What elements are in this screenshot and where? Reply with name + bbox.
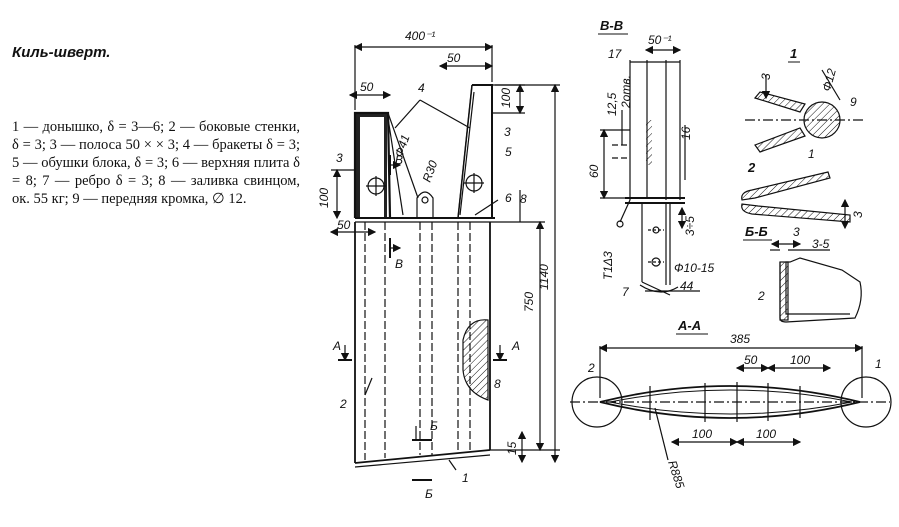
detail-2 (741, 171, 851, 230)
section-aa-callout-1: 1 (875, 357, 882, 371)
callout-8: 8 (494, 377, 501, 391)
dim-aa-r885: R885 (665, 459, 687, 491)
dim-vv-35: 3÷5 (683, 216, 697, 236)
dim-vv-60: 60 (587, 164, 601, 178)
callout-6: 6 (505, 191, 512, 205)
dim-aa-385: 385 (730, 332, 750, 346)
section-bb-dim-35: 3-5 (812, 237, 830, 251)
callout-3-right: 3 (504, 125, 511, 139)
section-bb-callout-2: 2 (757, 289, 765, 303)
dim-aa-100-top: 100 (790, 353, 810, 367)
dim-vv-50: 50⁻¹ (648, 33, 672, 47)
dim-400: 400⁻¹ (405, 29, 435, 43)
main-view-labels: 400⁻¹ 50 50 100 100 50 8 750 1140 15 Ф41… (317, 29, 551, 501)
dim-aa-100-a: 100 (692, 427, 712, 441)
dim-vv-125: 12,5 (605, 92, 619, 116)
callout-3-left: 3 (336, 151, 343, 165)
dim-aa-50: 50 (744, 353, 758, 367)
section-bb-dim-3: 3 (793, 225, 800, 239)
dim-15: 15 (505, 441, 519, 455)
section-bb-top: Б (430, 419, 438, 433)
section-bb-title: Б-Б (745, 224, 768, 239)
callout-2: 2 (339, 397, 347, 411)
section-a-left: А (332, 339, 341, 353)
detail-1-title: 1 (790, 46, 797, 61)
section-bb-labels: Б-Б 3 3-5 2 (743, 224, 830, 303)
dim-vv-phi: Ф10-15 (674, 261, 715, 275)
dim-50-low: 50 (337, 218, 351, 232)
callout-7: 7 (622, 285, 630, 299)
section-aa-title: А-А (677, 318, 701, 333)
section-aa (570, 343, 892, 461)
dim-vv-16: 16 (679, 126, 693, 140)
dim-50-right: 50 (447, 51, 461, 65)
dim-50-left: 50 (360, 80, 374, 94)
section-bb-bottom: Б (425, 487, 433, 501)
callout-5: 5 (505, 145, 512, 159)
section-bb (770, 239, 862, 323)
section-a-right: А (511, 339, 520, 353)
main-view (329, 42, 560, 481)
detail-2-title: 2 (747, 160, 756, 175)
weld-mark: Т1Δ3 (601, 251, 615, 280)
section-b-top: В (395, 153, 403, 167)
dim-vv-holes: 2отв. (619, 75, 633, 109)
detail-1-dim-3: 3 (759, 73, 773, 80)
drawing-title: Киль-шверт. (12, 44, 111, 61)
dim-vv-44: 44 (680, 279, 694, 293)
detail-2-dim-3: 3 (851, 211, 865, 218)
radius-30: R30 (420, 158, 441, 184)
detail-2-labels: 2 3 (747, 160, 865, 218)
detail-1 (745, 69, 865, 153)
detail-1-callout-9: 9 (850, 95, 857, 109)
detail-1-callout-1: 1 (808, 147, 815, 161)
dim-1140: 1140 (537, 264, 551, 290)
dim-8: 8 (520, 192, 527, 206)
dim-vv-17: 17 (608, 47, 623, 61)
detail-1-labels: 1 3 Ф12 9 1 (759, 46, 857, 161)
section-aa-callout-2: 2 (587, 361, 595, 375)
legend-text: 1 — донышко, δ = 3—6; 2 — боковые стенки… (12, 119, 300, 207)
dim-750: 750 (522, 292, 536, 312)
callout-4: 4 (418, 81, 425, 95)
section-vv-title: В-В (600, 18, 623, 33)
dim-100-right: 100 (499, 88, 513, 108)
dim-100-left: 100 (317, 188, 331, 208)
section-vv-labels: В-В 50⁻¹ 17 12,5 2отв. 16 60 Т1Δ3 3÷5 Ф1… (587, 18, 715, 299)
callout-1: 1 (462, 471, 469, 485)
detail-1-phi: Ф12 (819, 67, 839, 93)
section-vv (599, 45, 700, 296)
section-b-bottom: В (395, 257, 403, 271)
dim-aa-100-b: 100 (756, 427, 776, 441)
